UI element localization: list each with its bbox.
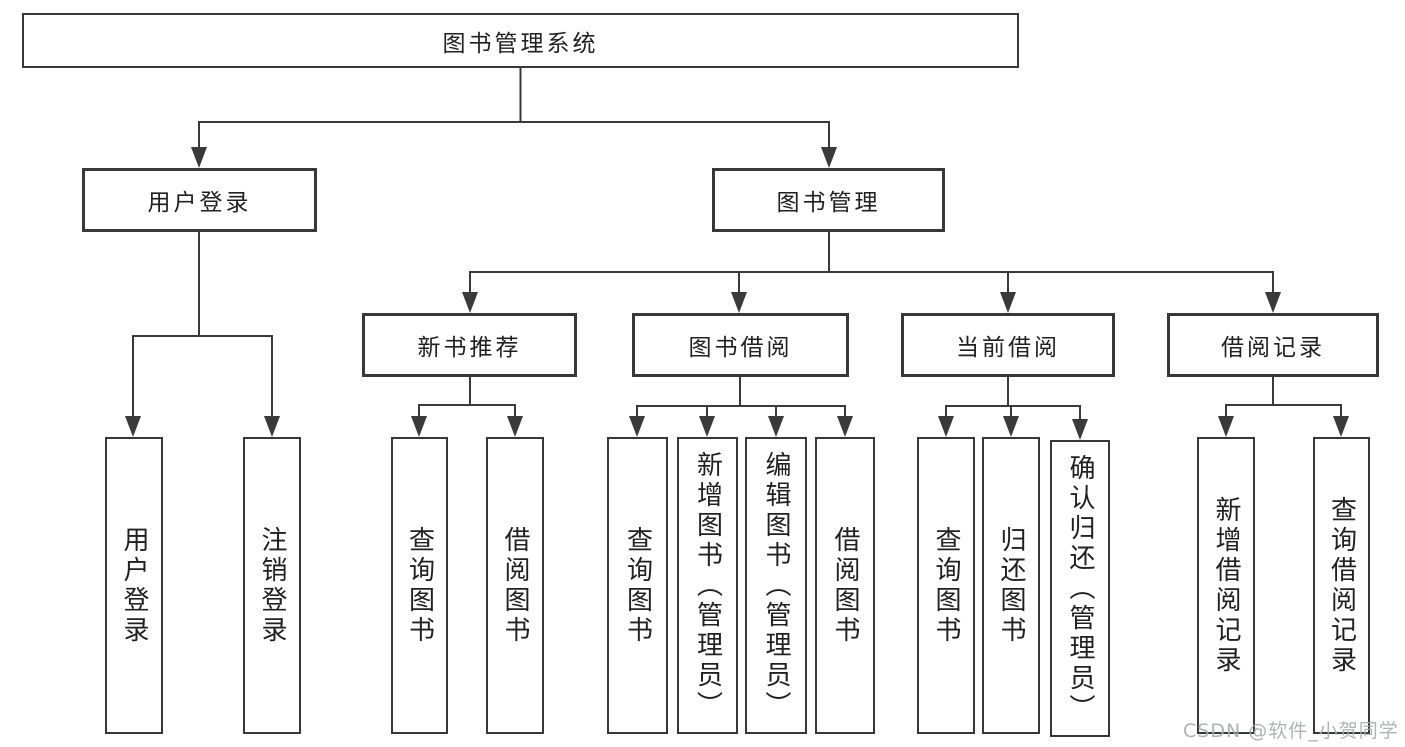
node-current-borrow: 当前借阅 [901, 313, 1115, 377]
arrowhead-icons [125, 147, 1349, 440]
arrow-down-icon [191, 147, 207, 168]
arrow-down-icon [699, 416, 715, 437]
node-borrow-records-label: 借阅记录 [1221, 335, 1325, 361]
leaf-edit-books-admin: 编辑图书（管理员） [745, 437, 807, 734]
edge-recommend-split [418, 377, 516, 421]
node-book-mgmt: 图书管理 [712, 168, 945, 232]
leaf-add-books-admin: 新增图书（管理员） [677, 437, 738, 734]
leaf-add-borrow-record: 新增借阅记录 [1197, 437, 1255, 734]
arrow-down-icon [731, 292, 747, 313]
edge-current-split [945, 377, 1081, 421]
leaf-logout: 注销登录 [243, 437, 301, 734]
arrow-down-icon [938, 416, 954, 437]
edge-records-split [1225, 377, 1342, 421]
arrow-down-icon [1000, 292, 1016, 313]
leaf-borrow-query-books: 查询图书 [607, 437, 668, 734]
node-new-book-recommend-label: 新书推荐 [417, 335, 522, 361]
node-book-mgmt-label: 图书管理 [776, 190, 881, 216]
node-borrow-records: 借阅记录 [1167, 313, 1379, 377]
arrow-down-icon [629, 416, 645, 437]
leaf-return-books: 归还图书 [982, 437, 1040, 734]
arrow-down-icon [264, 416, 280, 437]
arrow-down-icon [462, 292, 478, 313]
node-book-borrow-label: 图书借阅 [688, 335, 793, 361]
edge-level3-bar [469, 271, 1274, 297]
arrow-down-icon [1265, 292, 1281, 313]
csdn-watermark: CSDN @软件_小贺同学 [1183, 720, 1399, 742]
arrow-down-icon [837, 416, 853, 437]
arrow-down-icon [1072, 419, 1088, 440]
arrow-down-icon [768, 416, 784, 437]
leaf-confirm-return-admin: 确认归还（管理员） [1050, 440, 1110, 737]
node-root: 图书管理系统 [22, 13, 1019, 68]
leaf-recommend-query-books: 查询图书 [391, 437, 448, 734]
arrow-down-icon [821, 147, 837, 168]
edge-level2-bar [198, 121, 830, 152]
edge-borrow-split [636, 377, 846, 421]
arrow-down-icon [411, 416, 427, 437]
leaf-current-query-books: 查询图书 [917, 437, 975, 734]
arrow-down-icon [1218, 416, 1234, 437]
node-new-book-recommend: 新书推荐 [362, 313, 577, 377]
node-user-login: 用户登录 [82, 168, 317, 232]
arrow-down-icon [507, 416, 523, 437]
edge-login-split [132, 232, 273, 420]
arrow-down-icon [1003, 416, 1019, 437]
leaf-recommend-borrow-books: 借阅图书 [486, 437, 544, 734]
node-current-borrow-label: 当前借阅 [956, 335, 1060, 361]
node-root-label: 图书管理系统 [442, 30, 599, 57]
node-user-login-label: 用户登录 [147, 190, 252, 216]
leaf-borrow-books: 借阅图书 [815, 437, 875, 734]
node-book-borrow: 图书借阅 [632, 313, 849, 377]
arrow-down-icon [1333, 416, 1349, 437]
leaf-user-login: 用户登录 [105, 437, 163, 734]
leaf-query-borrow-record: 查询借阅记录 [1313, 437, 1370, 734]
arrow-down-icon [125, 416, 141, 437]
